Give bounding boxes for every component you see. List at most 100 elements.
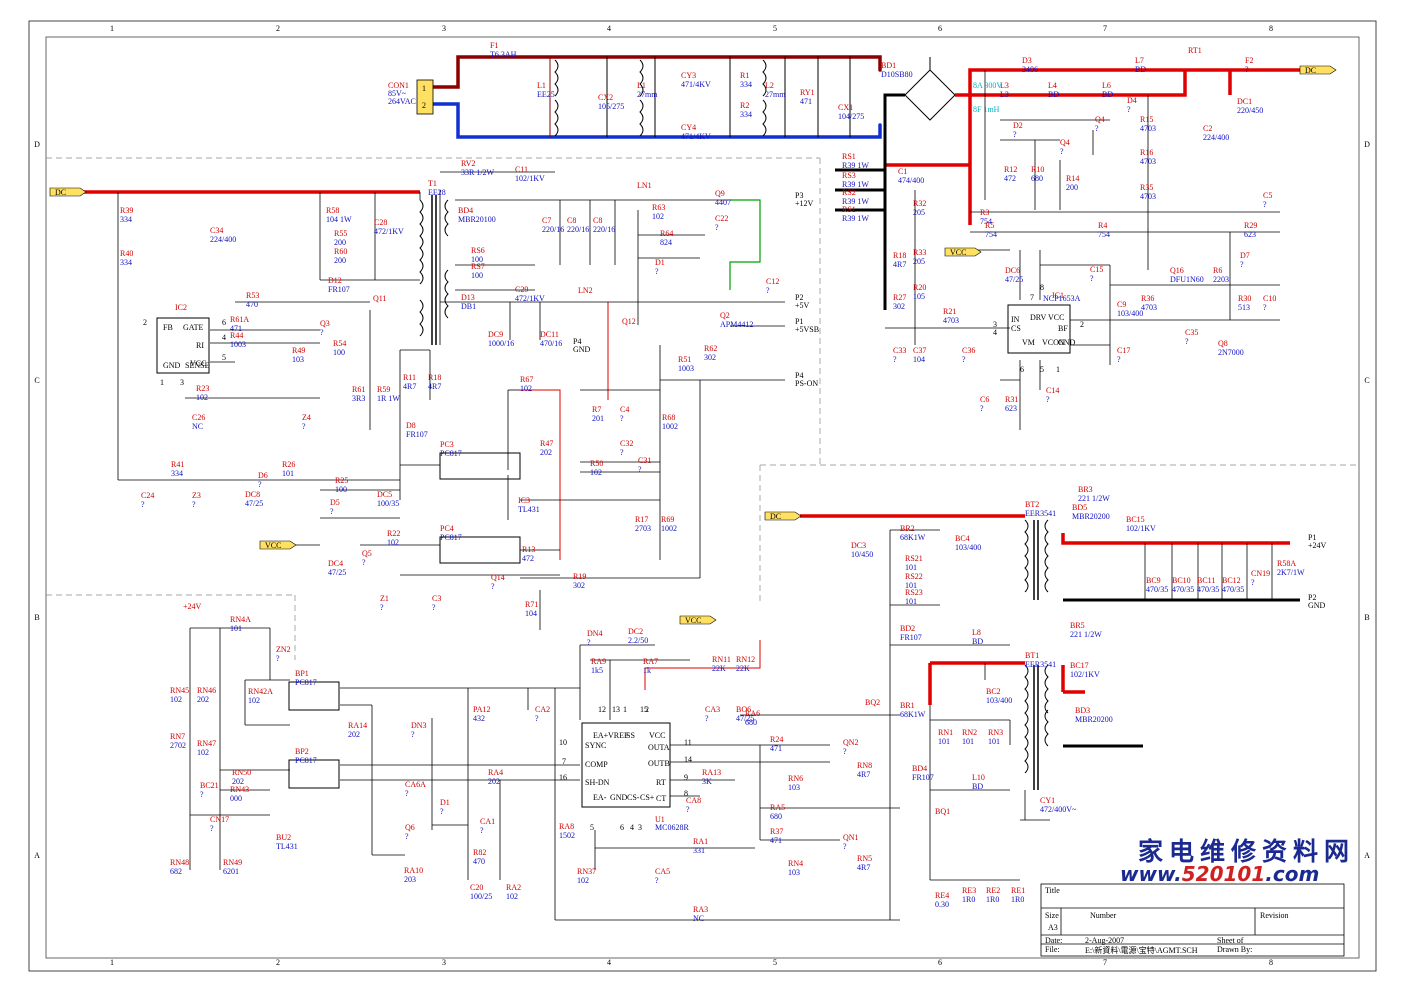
- ref-r16: R16: [1140, 148, 1153, 157]
- u1-num-9: 9: [684, 773, 688, 782]
- val-r54: 100: [333, 348, 345, 357]
- u1-pin-ea: EA-: [593, 793, 607, 802]
- val-re1: 1R0: [1011, 895, 1024, 904]
- u1-num-16: 16: [559, 773, 567, 782]
- ref-rn47: RN47: [197, 739, 216, 748]
- tb-size: A3: [1048, 923, 1058, 932]
- val-c11: 102/1KV: [515, 174, 545, 183]
- ref-r5: R5: [985, 221, 994, 230]
- ref-c1: C1: [898, 167, 907, 176]
- val-r35: 4703: [1140, 192, 1156, 201]
- ref-r40: R40: [120, 249, 133, 258]
- val-c6: ?: [980, 404, 984, 413]
- ic2-num-1: 1: [160, 378, 164, 387]
- val-dc3: 10/450: [851, 550, 873, 559]
- val-ca3: ?: [705, 714, 709, 723]
- ref-ra8: RA8: [559, 822, 574, 831]
- u1-pin-comp: COMP: [585, 760, 608, 769]
- ref-t1: T1: [428, 179, 437, 188]
- val-bd4: MBR20100: [458, 215, 496, 224]
- ref-ry1: RY1: [800, 88, 815, 97]
- ref-c15: C15: [1090, 265, 1103, 274]
- con1-v1: 85V~: [388, 89, 407, 98]
- val-pc4: PC817: [440, 533, 462, 542]
- net-vcc-bottom-flag: [679, 615, 717, 625]
- u1-pin-cs: CS+: [640, 793, 655, 802]
- val-rn4: 103: [788, 868, 800, 877]
- val-r71: 104: [525, 609, 537, 618]
- ref-bd4: BD4: [912, 764, 927, 773]
- grid-col-8: 8: [1269, 958, 1273, 967]
- ref-r10: R10: [1031, 165, 1044, 174]
- ref-dc11: DC11: [540, 330, 559, 339]
- val-l7: BD: [1135, 65, 1146, 74]
- ref-c37: C37: [913, 346, 926, 355]
- ref-ra1: RA1: [693, 837, 708, 846]
- val-rs2: R39 1W: [842, 197, 869, 206]
- val-ca6a: ?: [405, 789, 409, 798]
- val-z4: ?: [302, 422, 306, 431]
- ref-r58: R58: [326, 206, 339, 215]
- ref-q5: Q5: [362, 549, 372, 558]
- val-d8: FR107: [406, 430, 428, 439]
- val-l2: 27mm: [765, 90, 786, 99]
- ref-ra13: RA13: [702, 768, 721, 777]
- ic2-pin-sense: SENSE: [185, 361, 210, 370]
- val-re4: 0.30: [935, 900, 949, 909]
- val-bc15: 102/1KV: [1126, 524, 1156, 533]
- val-rs1: R39 1W: [842, 161, 869, 170]
- tb-sheet-label: Sheet of: [1217, 936, 1244, 945]
- ref-rs23: RS23: [905, 588, 923, 597]
- ref-d3: D3: [1022, 56, 1032, 65]
- grid-col-5: 5: [773, 24, 777, 33]
- ref-r20: R20: [913, 283, 926, 292]
- val-r62: 302: [704, 353, 716, 362]
- ref-r58a: R58A: [1277, 559, 1296, 568]
- val-d13: DB1: [461, 302, 476, 311]
- val-r41: 334: [171, 469, 183, 478]
- val-rn47: 102: [197, 748, 209, 757]
- hv-bus-top: [886, 68, 1300, 225]
- val-rs21: 101: [905, 563, 917, 572]
- section-boundaries: [46, 157, 1359, 660]
- l3-note-current: 8A 300V: [973, 81, 1002, 90]
- ref-bd5: BD5: [1072, 503, 1087, 512]
- ref-q14: Q14: [491, 573, 505, 582]
- u1-pin-outb: OUTB: [648, 759, 670, 768]
- val-f1: T6.3AH: [490, 50, 517, 59]
- ref-ca8: CA8: [686, 796, 701, 805]
- val-c26: NC: [192, 422, 203, 431]
- ic1-num-4: 4: [993, 328, 997, 337]
- ref-r6: R6: [1213, 266, 1222, 275]
- tb-revision-label: Revision: [1260, 911, 1289, 920]
- val-r31: 623: [1005, 404, 1017, 413]
- val-c33: ?: [893, 355, 897, 364]
- ref-r24: R24: [770, 735, 783, 744]
- u1-pin-ss: SS: [626, 731, 635, 740]
- val-c29: 472/1KV: [515, 294, 545, 303]
- watermark-com: .com: [1265, 862, 1320, 886]
- grid-row-A: A: [34, 851, 40, 860]
- val-q4: ?: [1095, 124, 1099, 133]
- val-rn12: 22K: [736, 664, 750, 673]
- ref-l8: L8: [972, 628, 981, 637]
- ref-c12: C12: [766, 277, 779, 286]
- val-r61a: 471: [230, 324, 242, 333]
- val-r20: 105: [913, 292, 925, 301]
- val-r68: 1002: [662, 422, 678, 431]
- net-vcc-left-flag: [259, 540, 297, 550]
- ref-br2: BR2: [900, 524, 915, 533]
- ref-r68: R68: [662, 413, 675, 422]
- ref-bp2: BP2: [295, 747, 309, 756]
- ref-cy1: CY1: [1040, 796, 1055, 805]
- val-r13: 472: [522, 554, 534, 563]
- ref-ca1: CA1: [480, 817, 495, 826]
- ref-c3: C3: [432, 594, 441, 603]
- ref-r25: R25: [335, 476, 348, 485]
- val-d4: ?: [1127, 105, 1131, 114]
- val-ca1: ?: [480, 826, 484, 835]
- grid-col-3: 3: [442, 24, 446, 33]
- ref-cy3: CY3: [681, 71, 696, 80]
- val-r50: 102: [590, 468, 602, 477]
- conn-p2b-val: GND: [1308, 601, 1326, 610]
